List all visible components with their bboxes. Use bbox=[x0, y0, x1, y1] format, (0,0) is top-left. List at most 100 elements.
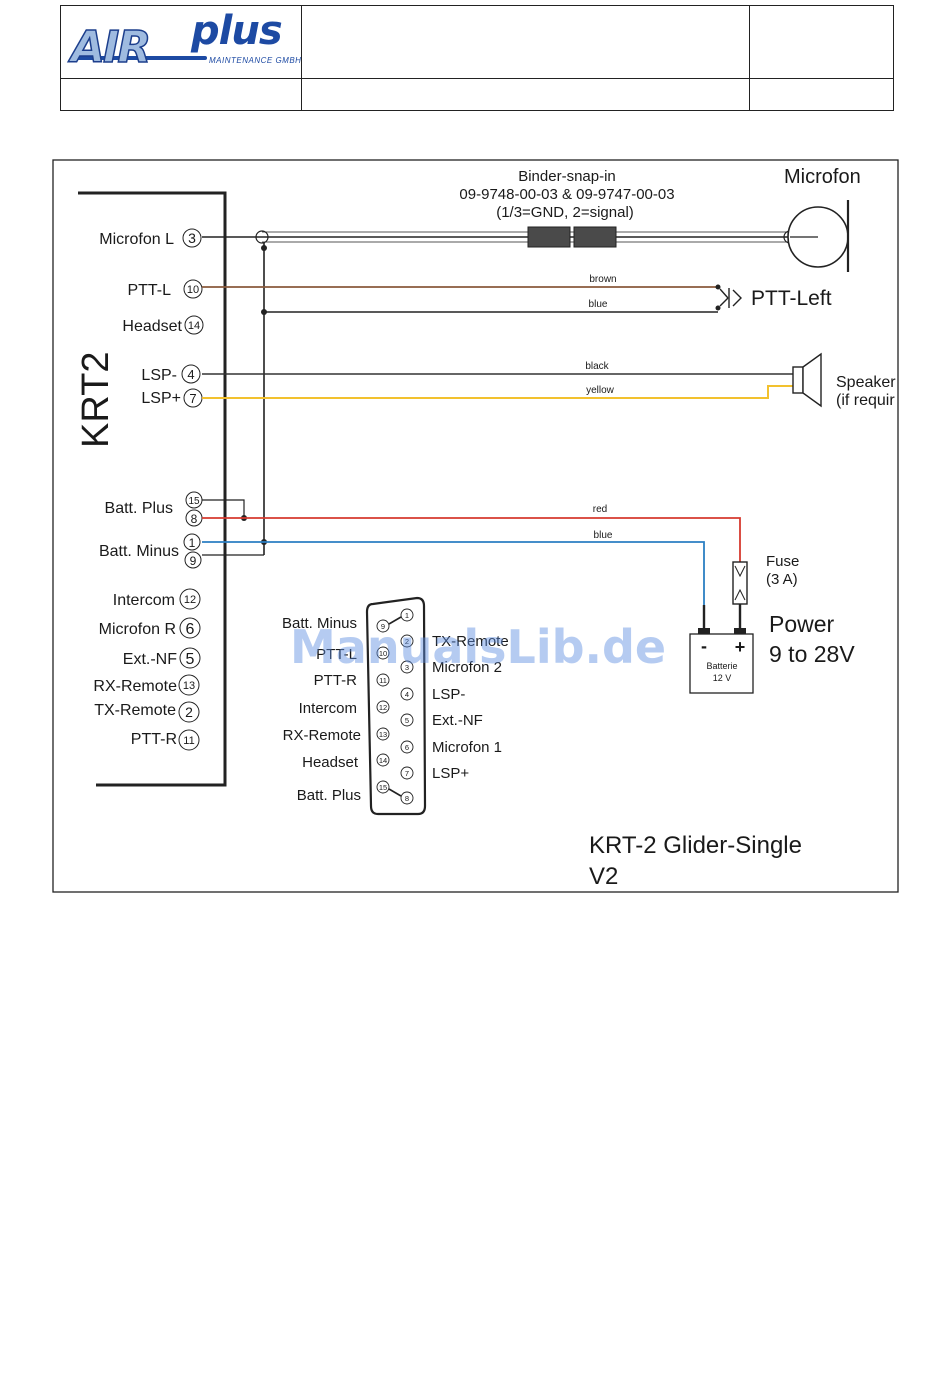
pin-label-batt-minus: Batt. Minus bbox=[99, 543, 179, 560]
dsub-pin bbox=[400, 634, 414, 648]
dsub-pin bbox=[376, 619, 390, 633]
pin-circle bbox=[178, 729, 200, 751]
logo-air-text: AIR bbox=[70, 21, 152, 74]
microfon-cable bbox=[202, 230, 805, 244]
wire-label-brown: brown bbox=[589, 274, 616, 285]
dsub-pin bbox=[376, 727, 390, 741]
dsub-pin-numbers: 9 10 11 12 13 14 15 1 2 3 4 5 6 7 8 bbox=[379, 611, 409, 803]
battery-label: Batterie bbox=[706, 661, 737, 671]
pin-circle bbox=[183, 533, 201, 551]
dsub-pin-number: 6 bbox=[405, 743, 409, 752]
batt-plus-bridge bbox=[202, 499, 245, 518]
dsub-pin-number: 4 bbox=[405, 690, 409, 699]
diagram-caption: KRT-2 Glider-Single bbox=[589, 832, 802, 859]
pin-numbers: 3 10 14 4 7 15 8 1 9 12 6 5 13 2 11 bbox=[183, 230, 200, 747]
dsub-label: PTT-R bbox=[314, 672, 357, 689]
header-divider bbox=[301, 6, 302, 110]
pin-number: 9 bbox=[190, 554, 197, 568]
pin-label-ptt-l: PTT-L bbox=[127, 282, 171, 299]
pin-circle bbox=[178, 701, 200, 723]
ptt-switch-symbol bbox=[715, 284, 742, 311]
pin-label-ext-nf: Ext.-NF bbox=[123, 651, 177, 668]
dsub-pin bbox=[376, 673, 390, 687]
pin-circle bbox=[179, 617, 201, 639]
pin-number: 8 bbox=[191, 512, 198, 526]
header-divider bbox=[61, 78, 893, 79]
dsub-pin bbox=[376, 700, 390, 714]
dsub-pin-number: 13 bbox=[379, 730, 387, 739]
connector-title: Binder-snap-in bbox=[518, 168, 616, 185]
dsub-bridge-9-1 bbox=[388, 616, 402, 625]
pin-circle bbox=[184, 315, 204, 335]
pin-circle bbox=[181, 364, 201, 384]
diagram-version: V2 bbox=[589, 863, 618, 890]
krt2-label: KRT2 bbox=[75, 352, 117, 448]
dsub-label: Batt. Plus bbox=[297, 787, 361, 804]
pin-number: 1 bbox=[189, 536, 196, 550]
header-divider bbox=[749, 6, 750, 110]
speaker-note: (if requir bbox=[836, 392, 895, 409]
pin-number: 5 bbox=[186, 651, 195, 668]
pin-number: 11 bbox=[183, 735, 194, 747]
dsub-pin bbox=[376, 753, 390, 767]
dsub-label: LSP+ bbox=[432, 765, 469, 782]
dsub-label: Ext.-NF bbox=[432, 712, 483, 729]
wire-label-blue-ptt: blue bbox=[589, 299, 608, 310]
pin-label-intercom: Intercom bbox=[113, 592, 175, 609]
airplus-logo: AIR plus MAINTENANCE GMBH bbox=[70, 8, 301, 74]
wire-blue-batt bbox=[202, 541, 705, 605]
connector-part-numbers: 09-9748-00-03 & 09-9747-00-03 bbox=[459, 186, 674, 203]
dsub-pin-number: 2 bbox=[405, 637, 409, 646]
pin-number: 15 bbox=[188, 496, 200, 507]
pin-label-microfon-l: Microfon L bbox=[99, 231, 174, 248]
logo-plus-text: plus bbox=[191, 8, 283, 54]
pin-number: 6 bbox=[186, 621, 195, 638]
pin-number: 2 bbox=[185, 704, 193, 720]
dsub-pin bbox=[400, 608, 414, 622]
watermark: ManualsLib.de bbox=[290, 620, 667, 674]
pin-circle bbox=[182, 228, 202, 248]
power-label: Power bbox=[769, 611, 835, 637]
wire-label-black: black bbox=[585, 361, 609, 372]
dsub-pin-number: 8 bbox=[405, 794, 409, 803]
pin-circle bbox=[184, 551, 202, 569]
dsub-pin-number: 7 bbox=[405, 769, 409, 778]
dsub-pin-number: 3 bbox=[405, 663, 409, 672]
connector-pinout: (1/3=GND, 2=signal) bbox=[496, 204, 634, 221]
wire-yellow bbox=[202, 385, 793, 399]
speaker-symbol bbox=[792, 352, 822, 408]
fuse-symbol bbox=[732, 561, 748, 632]
dsub-pin-number: 12 bbox=[379, 703, 387, 712]
dsub-pin-number: 9 bbox=[381, 622, 385, 631]
pin-number: 3 bbox=[188, 230, 196, 246]
dsub-right-labels: TX-Remote Microfon 2 LSP- Ext.-NF Microf… bbox=[432, 633, 509, 782]
dsub-pin bbox=[400, 660, 414, 674]
dsub-pin bbox=[400, 713, 414, 727]
dsub-pin bbox=[400, 740, 414, 754]
dsub-bridge-15-8 bbox=[388, 788, 402, 797]
speaker-label: Speaker bbox=[836, 374, 896, 391]
dsub-left-labels: Batt. Minus PTT-L PTT-R Intercom RX-Remo… bbox=[282, 615, 361, 804]
power-range: 9 to 28V bbox=[769, 641, 855, 667]
microfon-label: Microfon bbox=[784, 166, 861, 188]
pin-circle bbox=[179, 647, 201, 669]
binder-snap-in-connector bbox=[527, 226, 617, 248]
battery-symbol bbox=[689, 605, 754, 694]
dsub-pin bbox=[400, 791, 414, 805]
pin-circle bbox=[183, 279, 203, 299]
left-pin-labels: Microfon L PTT-L Headset LSP- LSP+ Batt.… bbox=[93, 231, 182, 748]
dsub-label: Batt. Minus bbox=[282, 615, 357, 632]
dsub-label: PTT-L bbox=[316, 646, 357, 663]
logo-swoosh bbox=[77, 56, 207, 60]
dsub-label: Headset bbox=[302, 754, 359, 771]
dsub-label: Microfon 1 bbox=[432, 739, 502, 756]
dsub-pin bbox=[400, 687, 414, 701]
battery-voltage: 12 V bbox=[713, 673, 732, 683]
dsub-label: Intercom bbox=[299, 700, 357, 717]
pin-label-lsp-plus: LSP+ bbox=[141, 390, 181, 407]
logo-subtitle: MAINTENANCE GMBH bbox=[209, 56, 302, 65]
krt2-unit-outline bbox=[78, 191, 227, 787]
dsub-pin-circles bbox=[376, 608, 414, 805]
fuse-rating: (3 A) bbox=[766, 571, 798, 588]
dsub-pin bbox=[376, 646, 390, 660]
